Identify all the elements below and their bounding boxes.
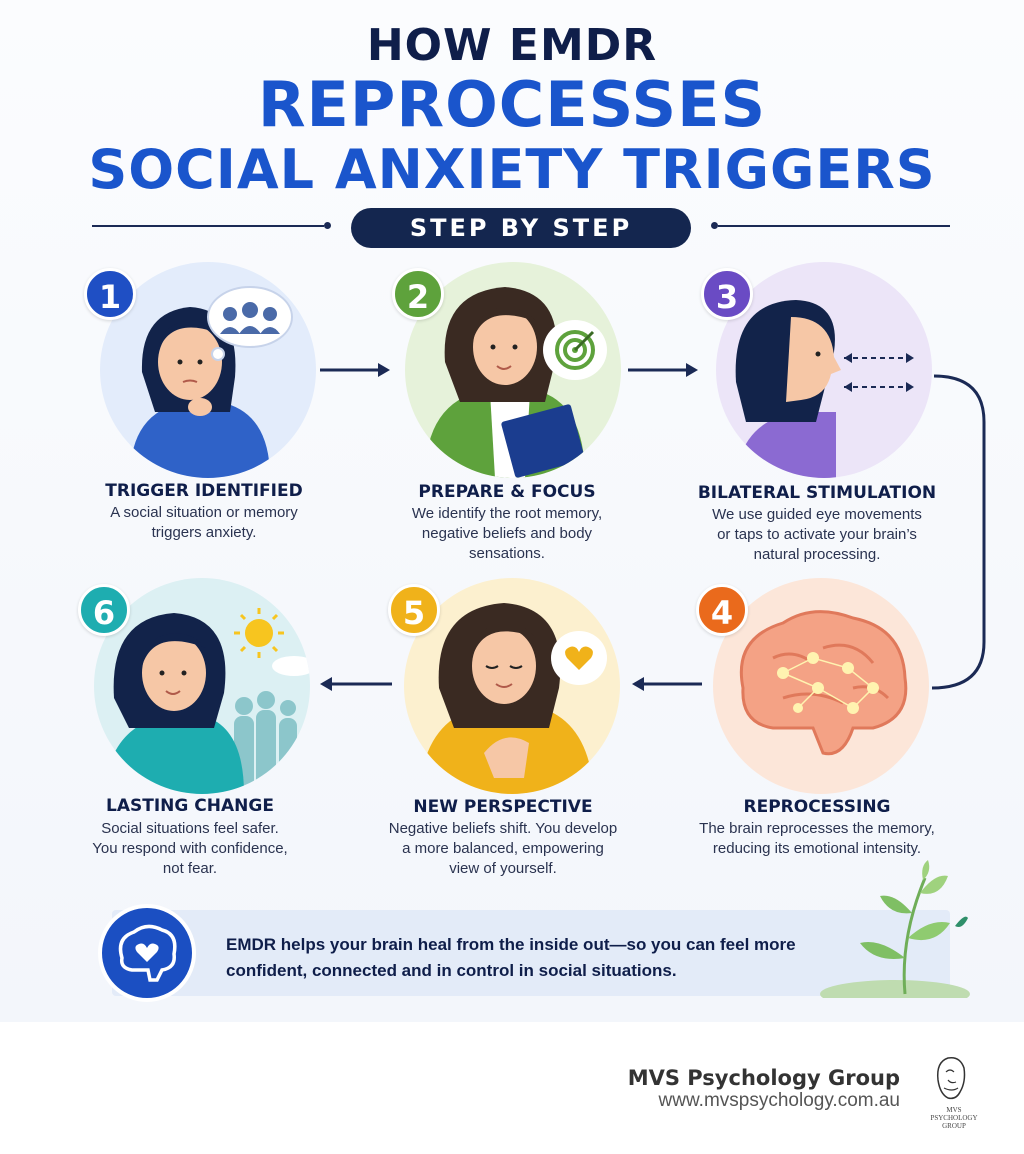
plant-icon bbox=[820, 860, 970, 998]
summary-banner bbox=[112, 910, 950, 996]
step-4-desc-line: The brain reprocesses the memory, bbox=[699, 820, 935, 837]
summary-text-line: EMDR helps your brain heal from the insi… bbox=[226, 935, 796, 954]
step-2-illustration bbox=[405, 262, 621, 478]
title-line-1: HOW EMDR bbox=[366, 20, 658, 71]
step-1-badge: 1 bbox=[84, 268, 136, 320]
step-6-illustration bbox=[94, 578, 310, 794]
step-5-description: Negative beliefs shift. You develop a mo… bbox=[353, 819, 653, 879]
mvs-logo-icon bbox=[936, 1056, 966, 1100]
step-6-title: LASTING CHANGE bbox=[106, 796, 274, 816]
logo-text-line: GROUP bbox=[942, 1122, 966, 1130]
brand-url[interactable]: www.mvspsychology.com.au bbox=[658, 1090, 900, 1111]
step-3-description: We use guided eye movements or taps to a… bbox=[682, 505, 952, 565]
step-5-desc-line: view of yourself. bbox=[449, 860, 557, 877]
divider-left bbox=[92, 225, 324, 227]
step-6-badge: 6 bbox=[78, 584, 130, 636]
step-3-desc-line: natural processing. bbox=[753, 546, 881, 563]
step-4-description: The brain reprocesses the memory, reduci… bbox=[672, 819, 962, 859]
step-2-desc-line: negative beliefs and body bbox=[421, 525, 593, 542]
step-2-desc-line: We identify the root memory, bbox=[411, 505, 603, 522]
step-6-desc-line: Social situations feel safer. bbox=[101, 820, 279, 837]
step-1-desc-line: A social situation or memory bbox=[110, 504, 298, 521]
arrow-left-icon bbox=[632, 677, 702, 691]
step-5-desc-line: a more balanced, empowering bbox=[402, 840, 604, 857]
title-line-3: SOCIAL ANXIETY TRIGGERS bbox=[88, 138, 936, 201]
step-1-illustration bbox=[100, 262, 316, 478]
step-5-title: NEW PERSPECTIVE bbox=[413, 797, 593, 817]
step-3-title: BILATERAL STIMULATION bbox=[697, 483, 937, 503]
step-5-badge: 5 bbox=[388, 584, 440, 636]
step-5-illustration bbox=[404, 578, 620, 794]
divider-right bbox=[718, 225, 950, 227]
step-6-description: Social situations feel safer. You respon… bbox=[55, 819, 325, 879]
arrow-right-icon bbox=[628, 363, 698, 377]
arrow-left-icon bbox=[320, 677, 392, 691]
step-5-desc-line: Negative beliefs shift. You develop bbox=[388, 820, 618, 837]
summary-text-line: confident, connected and in control in s… bbox=[226, 961, 677, 980]
step-2-badge: 2 bbox=[392, 268, 444, 320]
brain-heart-icon bbox=[98, 904, 196, 1002]
step-6-desc-line: not fear. bbox=[162, 860, 218, 877]
curved-connector-arrow-icon bbox=[931, 374, 986, 690]
logo-text-line: PSYCHOLOGY bbox=[930, 1114, 978, 1122]
step-3-desc-line: or taps to activate your brain’s bbox=[717, 526, 917, 543]
title-line-2: REPROCESSES bbox=[257, 68, 767, 141]
step-2-description: We identify the root memory, negative be… bbox=[372, 504, 642, 564]
brand-name: MVS Psychology Group bbox=[627, 1066, 900, 1090]
arrow-right-icon bbox=[320, 363, 390, 377]
step-1-description: A social situation or memory triggers an… bbox=[69, 503, 339, 543]
step-1-title: TRIGGER IDENTIFIED bbox=[105, 481, 303, 501]
step-4-illustration bbox=[713, 578, 929, 794]
divider-right-dot bbox=[711, 222, 718, 229]
step-3-badge: 3 bbox=[701, 268, 753, 320]
step-by-step-label: STEP BY STEP bbox=[351, 208, 691, 248]
logo-text-line: MVS bbox=[946, 1106, 962, 1114]
step-1-desc-line: triggers anxiety. bbox=[151, 524, 257, 541]
step-4-desc-line: reducing its emotional intensity. bbox=[712, 840, 922, 857]
logo-text: MVS PSYCHOLOGY GROUP bbox=[926, 1106, 982, 1130]
step-6-desc-line: You respond with confidence, bbox=[92, 840, 288, 857]
step-2-desc-line: sensations. bbox=[469, 545, 545, 562]
divider-left-dot bbox=[324, 222, 331, 229]
step-2-title: PREPARE & FOCUS bbox=[418, 482, 596, 502]
step-3-desc-line: We use guided eye movements bbox=[712, 506, 922, 523]
step-4-title: REPROCESSING bbox=[743, 797, 891, 817]
infographic-panel bbox=[0, 0, 1024, 1022]
step-4-badge: 4 bbox=[696, 584, 748, 636]
summary-text: EMDR helps your brain heal from the insi… bbox=[226, 932, 826, 984]
